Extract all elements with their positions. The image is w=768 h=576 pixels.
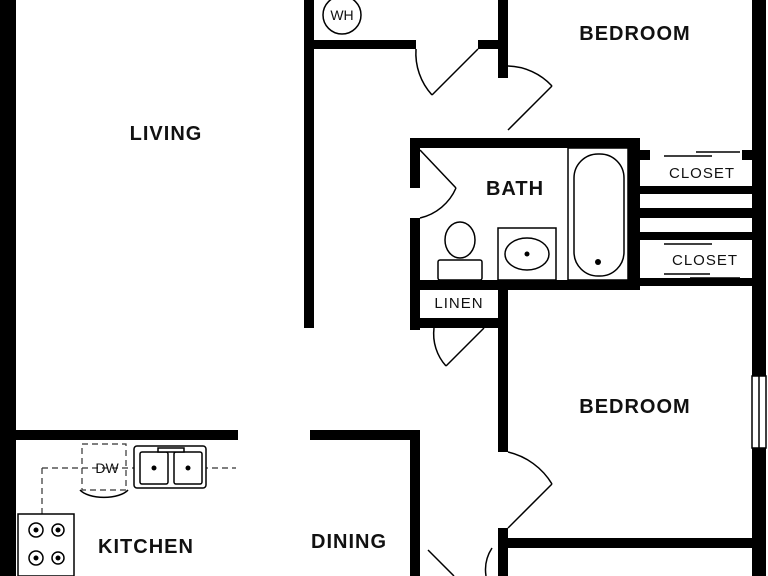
room-label-kitchen: KITCHEN <box>98 536 194 558</box>
room-label-linen: LINEN <box>434 295 483 312</box>
water-heater-label: WH <box>330 7 353 23</box>
room-label-bedroom-bottom: BEDROOM <box>579 396 690 418</box>
bath-fixtures <box>437 147 629 281</box>
room-label-closet-top: CLOSET <box>669 165 735 182</box>
room-label-bath: BATH <box>486 178 544 200</box>
dishwasher-label: DW <box>95 460 119 476</box>
room-label-living: LIVING <box>130 123 203 145</box>
doors <box>415 48 740 576</box>
room-label-bedroom-top: BEDROOM <box>579 23 690 45</box>
kitchen-fixtures <box>17 443 236 576</box>
room-label-closet-bottom: CLOSET <box>672 252 738 269</box>
water-heater-icon <box>322 0 362 35</box>
room-label-dining: DINING <box>311 531 387 553</box>
